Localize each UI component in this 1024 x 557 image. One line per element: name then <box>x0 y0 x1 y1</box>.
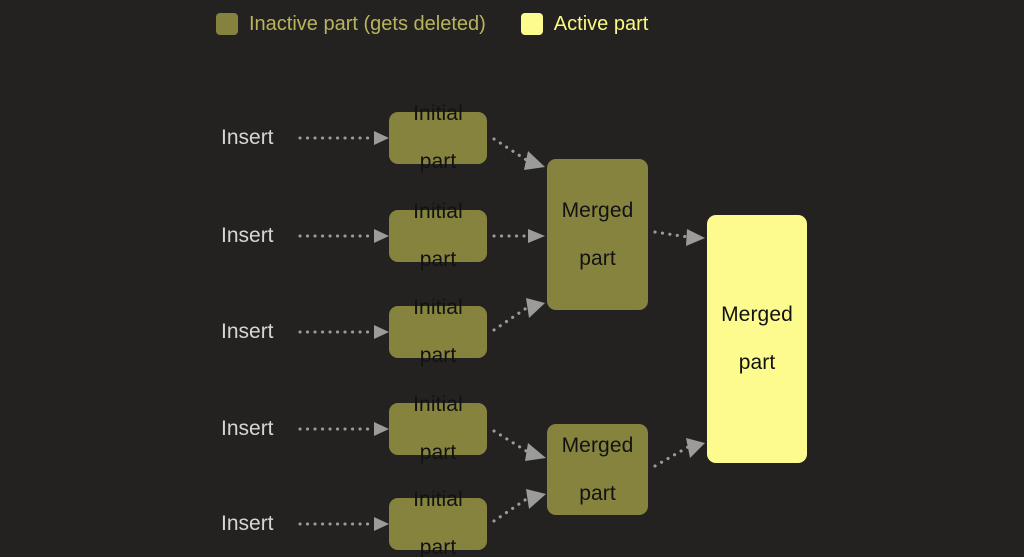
arrow-initial-5-to-merged-bottom <box>492 489 546 523</box>
initial-part-line1-3: Initial <box>413 296 463 319</box>
legend: Inactive part (gets deleted) Active part <box>216 9 648 39</box>
merged-part-top-line1: Merged <box>561 198 634 222</box>
arrow-merged-top-to-final <box>653 229 705 246</box>
arrow-initial-4-to-merged-bottom <box>492 429 546 461</box>
legend-label-active: Active part <box>553 13 649 35</box>
initial-part-box-1[interactable]: Initial part <box>389 102 487 173</box>
arrow-insert-to-initial-3 <box>298 325 389 339</box>
initial-part-line1-4: Initial <box>413 393 463 416</box>
merged-part-box-top[interactable]: Merged part <box>547 159 648 310</box>
insert-label-5: Insert <box>221 512 274 535</box>
initial-part-box-3[interactable]: Initial part <box>389 296 487 367</box>
initial-part-box-5[interactable]: Initial part <box>389 488 487 557</box>
final-merged-part-line1: Merged <box>721 303 793 326</box>
insert-label-3: Insert <box>221 320 274 343</box>
legend-item-active: Active part <box>520 13 649 35</box>
arrow-insert-to-initial-5 <box>298 517 389 531</box>
merged-part-bottom-line1: Merged <box>561 433 634 457</box>
arrow-initial-3-to-merged-top <box>492 298 545 332</box>
arrow-insert-to-initial-4 <box>298 422 389 436</box>
arrow-insert-to-initial-1 <box>298 131 389 145</box>
initial-part-line2-1: part <box>419 150 457 173</box>
merged-part-box-bottom[interactable]: Merged part <box>547 424 648 515</box>
legend-label-inactive: Inactive part (gets deleted) <box>249 13 486 35</box>
final-merged-part-line2: part <box>738 351 776 374</box>
initial-part-line1-1: Initial <box>413 102 463 125</box>
initial-part-line2-4: part <box>419 441 457 464</box>
initial-part-line1-2: Initial <box>413 200 463 223</box>
active-swatch-icon <box>520 13 543 35</box>
inactive-swatch-icon <box>216 13 238 35</box>
arrow-initial-1-to-merged-top <box>492 137 545 170</box>
insert-label-2: Insert <box>221 224 274 247</box>
merged-part-top-line2: part <box>579 246 616 270</box>
initial-part-box-2[interactable]: Initial part <box>389 200 487 271</box>
merged-part-bottom-line2: part <box>579 481 616 505</box>
initial-part-line1-5: Initial <box>413 488 463 511</box>
insert-label-1: Insert <box>221 126 274 149</box>
insert-label-4: Insert <box>221 417 274 440</box>
initial-part-line2-5: part <box>419 536 457 557</box>
legend-item-inactive: Inactive part (gets deleted) <box>216 13 486 35</box>
arrow-initial-2-to-merged-top <box>492 229 545 243</box>
arrow-merged-bottom-to-final <box>653 438 705 468</box>
initial-part-line2-3: part <box>419 344 457 367</box>
initial-part-line2-2: part <box>419 248 457 271</box>
initial-part-box-4[interactable]: Initial part <box>389 393 487 464</box>
final-merged-part-box[interactable]: Merged part <box>707 215 807 463</box>
arrow-insert-to-initial-2 <box>298 229 389 243</box>
